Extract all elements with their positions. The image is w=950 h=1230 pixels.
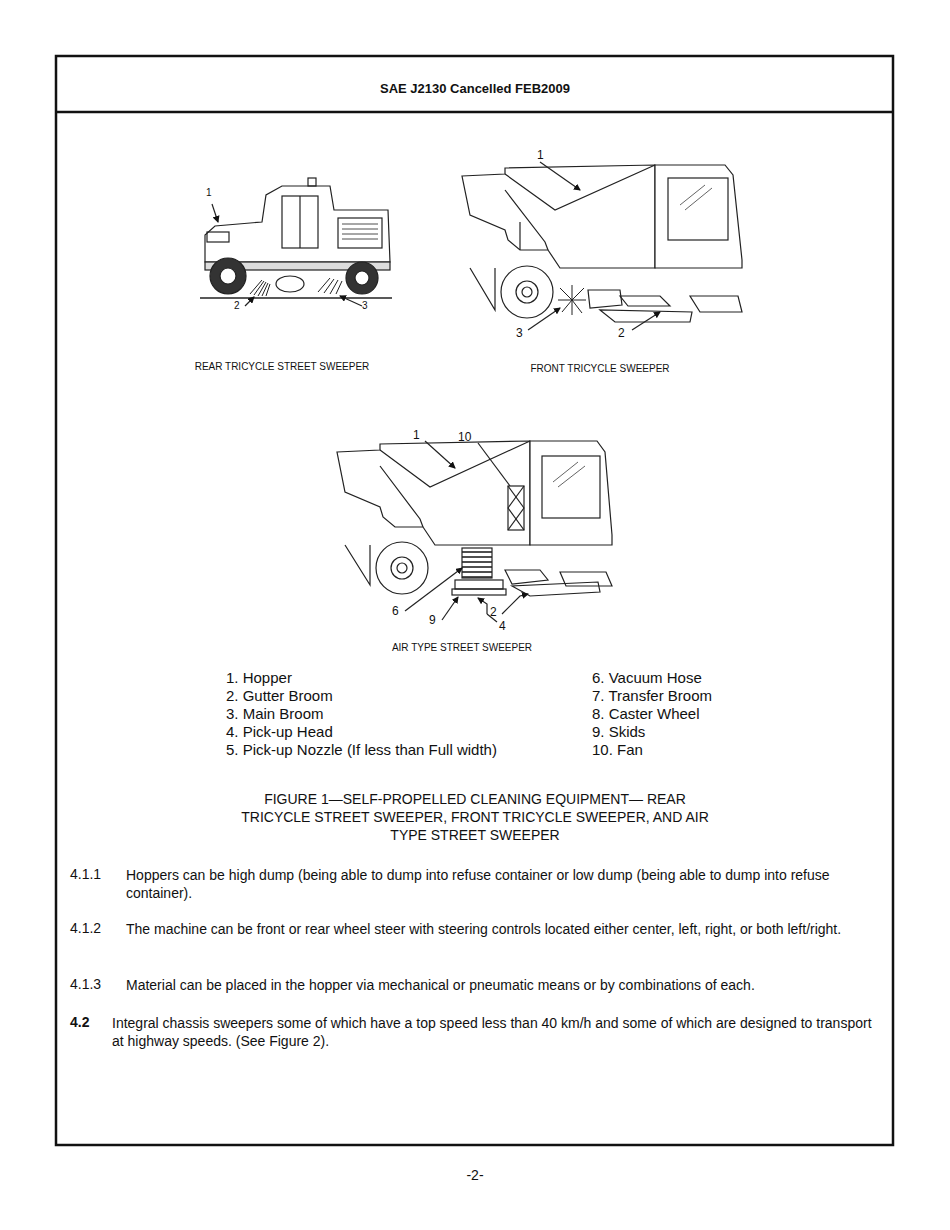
callout-number: 1 bbox=[413, 428, 420, 443]
section-number: 4.1.2 bbox=[70, 920, 101, 938]
paragraph: Hoppers can be high dump (being able to … bbox=[126, 866, 874, 902]
page-number: -2- bbox=[435, 1167, 515, 1185]
parts-list-item: 3. Main Broom bbox=[226, 705, 324, 724]
parts-list-item: 8. Caster Wheel bbox=[592, 705, 700, 724]
section-number: 4.1.1 bbox=[70, 866, 101, 884]
section-number: 4.1.3 bbox=[70, 976, 101, 994]
callout-number: 10 bbox=[458, 430, 471, 445]
page-header: SAE J2130 Cancelled FEB2009 bbox=[225, 81, 725, 97]
parts-list-item: 6. Vacuum Hose bbox=[592, 669, 702, 688]
parts-list-item: 5. Pick-up Nozzle (If less than Full wid… bbox=[226, 741, 497, 760]
figure-label: AIR TYPE STREET SWEEPER bbox=[362, 642, 562, 655]
parts-list-item: 9. Skids bbox=[592, 723, 645, 742]
paragraph: Material can be placed in the hopper via… bbox=[126, 976, 874, 994]
callout-number: 6 bbox=[392, 604, 399, 619]
parts-list-item: 4. Pick-up Head bbox=[226, 723, 333, 742]
callout-number: 3 bbox=[516, 326, 523, 341]
callout-number: 4 bbox=[499, 619, 506, 634]
air-type-sweeper bbox=[337, 441, 612, 622]
section-number: 4.2 bbox=[70, 1014, 89, 1032]
parts-list-item: 10. Fan bbox=[592, 741, 643, 760]
callout-number: 2 bbox=[618, 326, 625, 341]
callout-number: 1 bbox=[206, 187, 212, 200]
figure-caption: FIGURE 1—SELF-PROPELLED CLEANING EQUIPME… bbox=[235, 790, 715, 844]
callout-number: 3 bbox=[362, 300, 368, 313]
callout-number: 2 bbox=[490, 605, 497, 620]
callout-number: 2 bbox=[234, 300, 240, 313]
parts-list-item: 7. Transfer Broom bbox=[592, 687, 712, 706]
callout-number: 1 bbox=[537, 148, 544, 163]
parts-list-item: 1. Hopper bbox=[226, 669, 292, 688]
parts-list-item: 2. Gutter Broom bbox=[226, 687, 333, 706]
figure-label: FRONT TRICYCLE SWEEPER bbox=[500, 363, 700, 376]
paragraph: The machine can be front or rear wheel s… bbox=[126, 920, 874, 938]
callout-number: 9 bbox=[429, 613, 436, 628]
paragraph: Integral chassis sweepers some of which … bbox=[112, 1014, 874, 1050]
figure-label: REAR TRICYCLE STREET SWEEPER bbox=[172, 361, 392, 374]
rear-tricycle-sweeper bbox=[200, 178, 392, 306]
front-tricycle-sweeper bbox=[462, 162, 742, 330]
